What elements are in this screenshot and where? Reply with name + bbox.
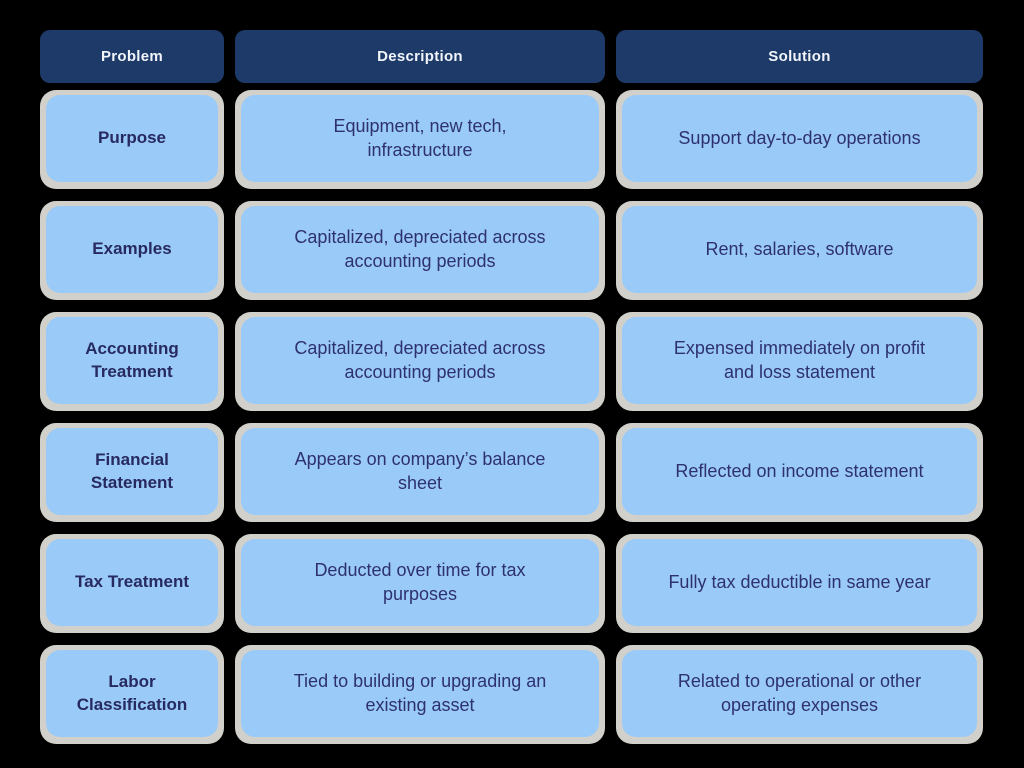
cell-backing: Tied to building or upgrading an existin…	[235, 645, 605, 744]
problem-cell: Accounting Treatment	[46, 317, 218, 404]
header-problem: Problem	[40, 30, 224, 83]
description-cell: Deducted over time for tax purposes	[241, 539, 599, 626]
cell-backing: Support day-to-day operations	[616, 90, 983, 189]
solution-cell: Rent, salaries, software	[622, 206, 977, 293]
problem-cell: Labor Classification	[46, 650, 218, 737]
cell-backing: Fully tax deductible in same year	[616, 534, 983, 633]
solution-cell: Fully tax deductible in same year	[622, 539, 977, 626]
cell-backing: Examples	[40, 201, 224, 300]
problem-cell: Examples	[46, 206, 218, 293]
solution-cell: Reflected on income statement	[622, 428, 977, 515]
cell-backing: Capitalized, depreciated across accounti…	[235, 201, 605, 300]
problem-cell: Tax Treatment	[46, 539, 218, 626]
cell-backing: Deducted over time for tax purposes	[235, 534, 605, 633]
cell-backing: Labor Classification	[40, 645, 224, 744]
cell-backing: Equipment, new tech, infrastructure	[235, 90, 605, 189]
header-solution: Solution	[616, 30, 983, 83]
description-cell: Tied to building or upgrading an existin…	[241, 650, 599, 737]
cell-backing: Rent, salaries, software	[616, 201, 983, 300]
cell-backing: Capitalized, depreciated across accounti…	[235, 312, 605, 411]
cell-backing: Appears on company’s balance sheet	[235, 423, 605, 522]
cell-backing: Related to operational or other operatin…	[616, 645, 983, 744]
cell-backing: Expensed immediately on profit and loss …	[616, 312, 983, 411]
comparison-table: Problem Description Solution Purpose Equ…	[40, 30, 983, 744]
table-header-row: Problem Description Solution	[40, 30, 983, 83]
solution-cell: Support day-to-day operations	[622, 95, 977, 182]
cell-backing: Financial Statement	[40, 423, 224, 522]
problem-cell: Financial Statement	[46, 428, 218, 515]
description-cell: Capitalized, depreciated across accounti…	[241, 317, 599, 404]
description-cell: Capitalized, depreciated across accounti…	[241, 206, 599, 293]
description-cell: Equipment, new tech, infrastructure	[241, 95, 599, 182]
cell-backing: Accounting Treatment	[40, 312, 224, 411]
solution-cell: Related to operational or other operatin…	[622, 650, 977, 737]
solution-cell: Expensed immediately on profit and loss …	[622, 317, 977, 404]
cell-backing: Reflected on income statement	[616, 423, 983, 522]
table-body: Purpose Equipment, new tech, infrastruct…	[40, 90, 983, 744]
cell-backing: Tax Treatment	[40, 534, 224, 633]
cell-backing: Purpose	[40, 90, 224, 189]
problem-cell: Purpose	[46, 95, 218, 182]
header-description: Description	[235, 30, 605, 83]
description-cell: Appears on company’s balance sheet	[241, 428, 599, 515]
